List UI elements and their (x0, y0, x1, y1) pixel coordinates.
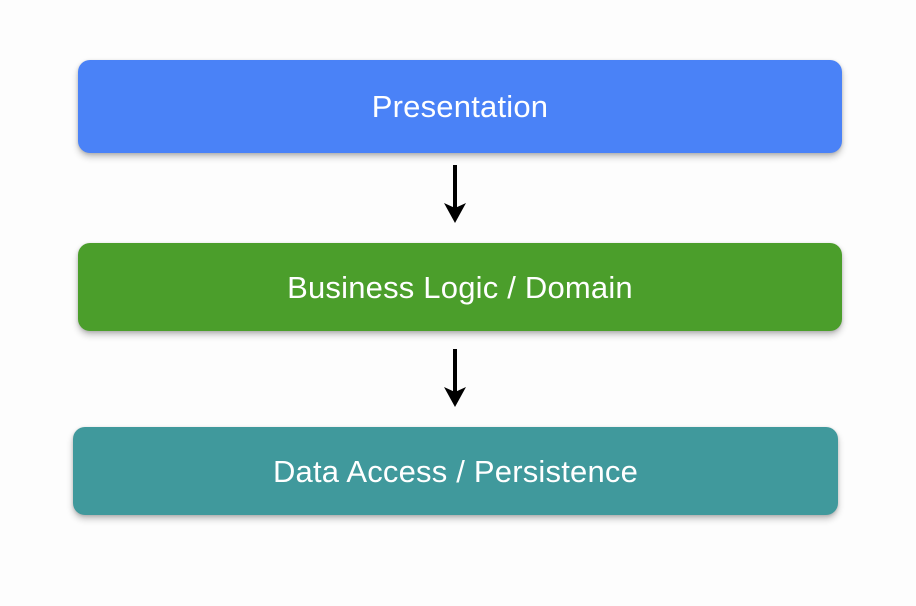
flow-arrow-presentation-to-business (425, 163, 485, 225)
arrow-down-icon (444, 165, 466, 223)
layer-box-presentation[interactable]: Presentation (78, 60, 842, 153)
layer-box-data-access[interactable]: Data Access / Persistence (73, 427, 838, 515)
layer-label-presentation: Presentation (371, 89, 549, 124)
layer-box-business-logic[interactable]: Business Logic / Domain (78, 243, 842, 331)
layer-label-business-logic: Business Logic / Domain (287, 269, 633, 305)
flow-arrow-business-to-data (425, 347, 485, 409)
layer-label-data-access: Data Access / Persistence (272, 453, 639, 489)
arrow-down-icon (444, 349, 466, 407)
